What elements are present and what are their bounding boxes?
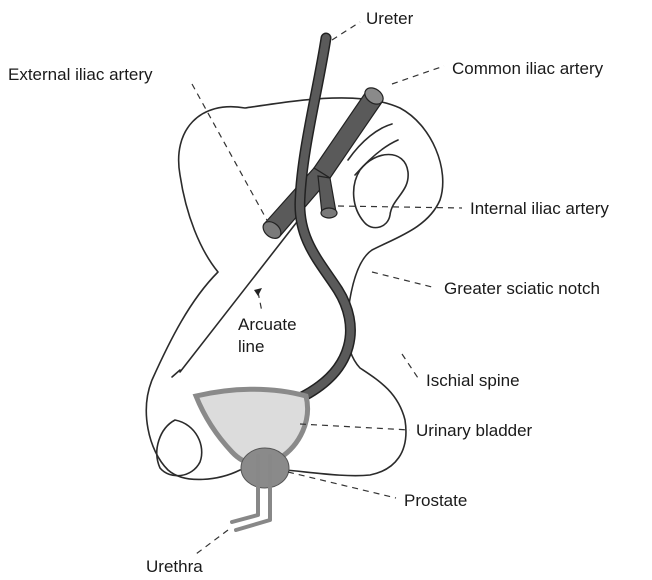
greater-sciatic-leader — [372, 272, 436, 288]
external-iliac-leader — [192, 84, 268, 222]
prostate — [241, 448, 289, 488]
label-ischial-spine: Ischial spine — [426, 371, 520, 390]
arcuate-tick — [172, 370, 180, 377]
label-urinary-bladder: Urinary bladder — [416, 421, 533, 440]
common-iliac-leader — [392, 66, 444, 84]
label-urethra: Urethra — [146, 557, 203, 576]
label-ureter: Ureter — [366, 9, 414, 28]
label-arcuate: Arcuate — [238, 315, 297, 334]
arcuate-leader — [258, 292, 262, 312]
label-prostate: Prostate — [404, 491, 467, 510]
internal-iliac-artery-end — [321, 208, 337, 218]
label-external-iliac-artery: External iliac artery — [8, 65, 153, 84]
ureter-leader — [332, 22, 360, 40]
ischial-spine-leader — [402, 354, 418, 378]
arcuate-arrow-icon — [254, 288, 262, 296]
label-greater-sciatic-notch: Greater sciatic notch — [444, 279, 600, 298]
urinary-bladder-leader — [300, 424, 410, 430]
obturator-foramen — [157, 420, 202, 476]
label-internal-iliac-artery: Internal iliac artery — [470, 199, 609, 218]
urethra-leader — [196, 530, 228, 554]
iliac-fossa-contour — [354, 155, 409, 228]
label-line: line — [238, 337, 264, 356]
label-common-iliac-artery: Common iliac artery — [452, 59, 604, 78]
